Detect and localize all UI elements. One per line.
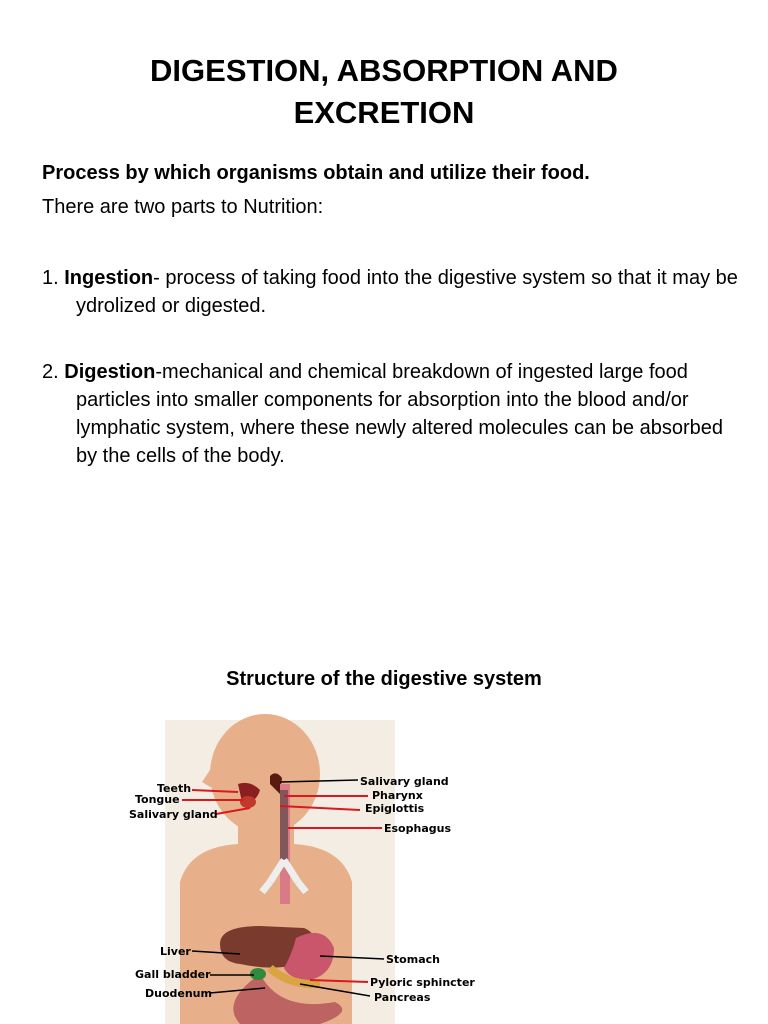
label-tongue: Tongue — [135, 793, 180, 806]
item-term: Digestion — [64, 361, 156, 383]
label-pancreas: Pancreas — [374, 991, 431, 1004]
intestines-shape — [233, 974, 343, 1024]
leader-lines — [182, 779, 385, 997]
page-title: DIGESTION, ABSORPTION AND EXCRETION — [0, 50, 768, 134]
diagram-caption: Structure of the digestive system — [226, 668, 542, 690]
label-liver: Liver — [160, 945, 191, 958]
label-pharynx: Pharynx — [372, 789, 423, 802]
item-text: -mechanical and chemical breakdown of in… — [76, 361, 723, 467]
trachea — [280, 790, 288, 860]
pancreas-shape — [267, 964, 321, 989]
item-number: 1. — [42, 267, 59, 289]
bronchi — [259, 858, 309, 895]
label-gall-bladder: Gall bladder — [135, 968, 211, 981]
gall-bladder-shape — [250, 968, 266, 980]
list-item-ingestion: 1. Ingestion- process of taking food int… — [42, 264, 742, 320]
title-line-1: DIGESTION, ABSORPTION AND — [150, 53, 618, 88]
digestive-system-diagram: Teeth Tongue Salivary gland Salivary gla… — [129, 714, 475, 1024]
label-duodenum: Duodenum — [145, 987, 212, 1000]
label-teeth: Teeth — [157, 782, 191, 795]
label-salivary-gland-right: Salivary gland — [360, 775, 449, 788]
label-esophagus: Esophagus — [384, 822, 451, 835]
label-stomach: Stomach — [386, 953, 440, 966]
stomach-shape — [284, 932, 334, 980]
title-line-2: EXCRETION — [293, 95, 475, 130]
list-item-digestion: 2. Digestion-mechanical and chemical bre… — [42, 358, 742, 470]
item-term: Ingestion — [64, 267, 154, 289]
label-salivary-gland-left: Salivary gland — [129, 808, 218, 821]
intro-definition: Process by which organisms obtain and ut… — [42, 162, 590, 184]
label-pyloric-sphincter: Pyloric sphincter — [370, 976, 475, 989]
intro-line: There are two parts to Nutrition: — [42, 196, 324, 218]
item-number: 2. — [42, 361, 59, 383]
labels: Teeth Tongue Salivary gland Salivary gla… — [129, 775, 475, 1004]
organs — [220, 773, 343, 1024]
item-text: - process of taking food into the digest… — [76, 267, 738, 317]
label-epiglottis: Epiglottis — [365, 802, 425, 815]
